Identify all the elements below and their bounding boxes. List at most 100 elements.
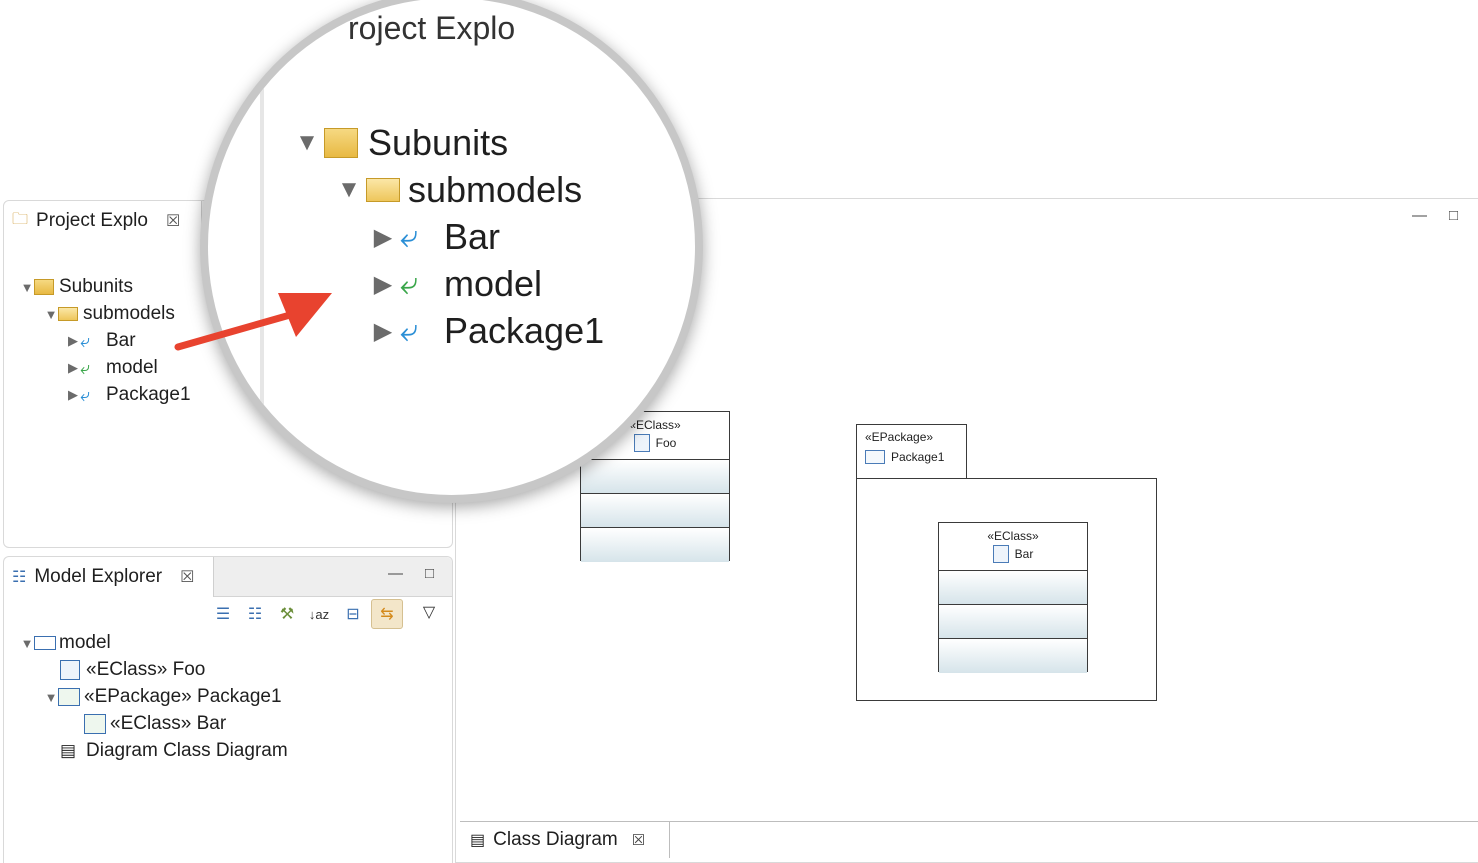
chevron-down-icon[interactable]: ▼ [44, 689, 58, 705]
model-explorer-icon: ☷ [12, 569, 27, 586]
bar-stereotype: «EClass» [987, 529, 1039, 543]
model-fragment-icon: ⤶ [400, 265, 418, 301]
tab-class-diagram[interactable]: ▤ Class Diagram ☒ [462, 822, 670, 858]
foo-name: Foo [655, 436, 677, 450]
chevron-down-icon[interactable]: ▼ [20, 635, 34, 651]
magnifier-label: Package1 [444, 310, 605, 351]
foo-stereotype: «EClass» [629, 418, 681, 432]
model-explorer-tabbar: ☷ Model Explorer ☒ — □ [4, 557, 452, 597]
model-icon [34, 636, 56, 650]
open-folder-icon [58, 307, 78, 321]
filter-icon[interactable]: ⚒ [279, 606, 295, 623]
tree-item-label: Subunits [59, 276, 133, 297]
eclass-foo-header: «EClass» Foo [581, 412, 729, 460]
chevron-down-icon[interactable]: ▼ [20, 279, 34, 295]
package-tab: «EPackage» Package1 [856, 424, 967, 479]
package1-name: Package1 [891, 450, 945, 464]
model-tree-item-model[interactable]: ▼ model [20, 632, 111, 654]
package-folder-icon [865, 450, 885, 464]
view-menu-icon[interactable]: ▽ [422, 604, 436, 621]
bar-compartment[interactable] [939, 605, 1087, 639]
eclass-icon [60, 660, 80, 680]
editor-window-buttons: — □ [1412, 207, 1458, 224]
callout-arrow-icon [174, 293, 332, 351]
model-explorer-window-buttons: — □ [388, 565, 434, 582]
close-icon[interactable]: ☒ [165, 213, 181, 230]
eclass-bar-header: «EClass» Bar [939, 523, 1087, 571]
magnifier-item-package1: ▶ ⤶ Package1 [366, 310, 604, 352]
link-editor-icon[interactable]: ⇆ [371, 599, 403, 629]
chevron-down-icon[interactable]: ▼ [44, 306, 58, 322]
chevron-right-icon[interactable]: ▶ [68, 333, 78, 348]
magnifier-header: roject Explo [348, 10, 516, 46]
magnifier-label: model [444, 263, 543, 304]
minimize-icon[interactable]: — [1411, 207, 1427, 224]
bar-compartment[interactable] [939, 639, 1087, 673]
eclass-icon [633, 434, 650, 452]
sort-az-icon[interactable]: ↓az [308, 606, 330, 622]
magnifier-item-bar: ▶ ⤶ Bar [366, 216, 500, 258]
project-folder-icon [34, 279, 54, 295]
package1-stereotype: «EPackage» [865, 430, 934, 444]
tree-item-subunits[interactable]: ▼ Subunits [20, 276, 133, 298]
chevron-right-icon: ▶ [373, 317, 393, 345]
tree-item-bar[interactable]: ▶ ⤶ Bar [66, 330, 136, 352]
magnifier-label: submodels [408, 169, 583, 210]
tab-class-diagram-label: Class Diagram [493, 829, 618, 850]
tab-project-explorer-label: Project Explo [36, 210, 148, 231]
magnifier-item-submodels: ▼ submodels [332, 169, 582, 211]
open-folder-icon [366, 178, 400, 202]
minimize-icon[interactable]: — [387, 565, 403, 582]
model-fragment-icon: ⤶ [400, 312, 418, 348]
tab-model-explorer[interactable]: ☷ Model Explorer ☒ [4, 557, 214, 597]
model-tree-item-foo[interactable]: «EClass» Foo [60, 659, 205, 681]
magnifier-item-subunits: ▼ Subunits [290, 122, 508, 164]
eclass-icon [992, 545, 1009, 563]
foo-compartment[interactable] [581, 494, 729, 528]
tree-icon[interactable]: ☷ [247, 606, 263, 623]
chevron-right-icon: ▶ [373, 270, 393, 298]
chevron-down-icon: ▼ [337, 176, 361, 203]
collapse-all-icon[interactable]: ⊟ [346, 606, 360, 623]
model-tree-item-diagram[interactable]: ▤ Diagram Class Diagram [60, 740, 288, 762]
tree-item-label: «EClass» Bar [110, 713, 227, 734]
magnifier-label: Bar [444, 216, 501, 257]
magnifier-item-model: ▶ ⤶ model [366, 263, 542, 305]
model-tree-item-bar[interactable]: «EClass» Bar [84, 713, 226, 735]
tree-item-label: Bar [106, 330, 136, 351]
callout-arrow-head [278, 293, 332, 337]
tree-item-label: submodels [83, 303, 175, 324]
chevron-right-icon[interactable]: ▶ [68, 360, 78, 375]
eclass-bar-node[interactable]: «EClass» Bar [938, 522, 1088, 673]
diagram-icon: ▤ [470, 832, 486, 849]
tree-item-model[interactable]: ▶ ⤶ model [66, 357, 158, 379]
close-icon[interactable]: ☒ [180, 569, 195, 586]
model-fragment-icon: ⤶ [80, 357, 91, 378]
project-folder-icon [324, 128, 358, 158]
tree-item-label: model [59, 632, 111, 653]
foo-compartment[interactable] [581, 528, 729, 562]
tab-project-explorer[interactable]: 🗀 Project Explo ☒ [4, 201, 202, 241]
tree-item-label: Diagram Class Diagram [86, 740, 288, 761]
tree-item-package1[interactable]: ▶ ⤶ Package1 [66, 384, 191, 406]
model-fragment-icon: ⤶ [400, 218, 418, 254]
tree-item-label: «EPackage» Package1 [84, 686, 282, 707]
chevron-down-icon: ▼ [295, 129, 319, 156]
project-explorer-icon: 🗀 [12, 210, 29, 228]
tab-model-explorer-label: Model Explorer [34, 566, 163, 587]
tree-item-label: Package1 [106, 384, 191, 405]
list-icon[interactable]: ☰ [215, 606, 231, 623]
model-tree-item-package1[interactable]: ▼ «EPackage» Package1 [44, 686, 282, 708]
tree-item-label: «EClass» Foo [86, 659, 206, 680]
close-icon[interactable]: ☒ [631, 832, 646, 849]
maximize-icon[interactable]: □ [1448, 207, 1458, 224]
magnifier-callout: roject Explo ▼ Subunits ▼ submodels ▶ ⤶ … [200, 0, 703, 503]
maximize-icon[interactable]: □ [424, 565, 434, 582]
callout-arrow-shaft [174, 311, 294, 351]
tree-item-submodels[interactable]: ▼ submodels [44, 303, 175, 325]
bar-compartment[interactable] [939, 571, 1087, 605]
chevron-right-icon[interactable]: ▶ [68, 387, 78, 402]
chevron-right-icon: ▶ [373, 223, 393, 251]
diagram-icon: ▤ [60, 741, 77, 760]
foo-compartment[interactable] [581, 460, 729, 494]
